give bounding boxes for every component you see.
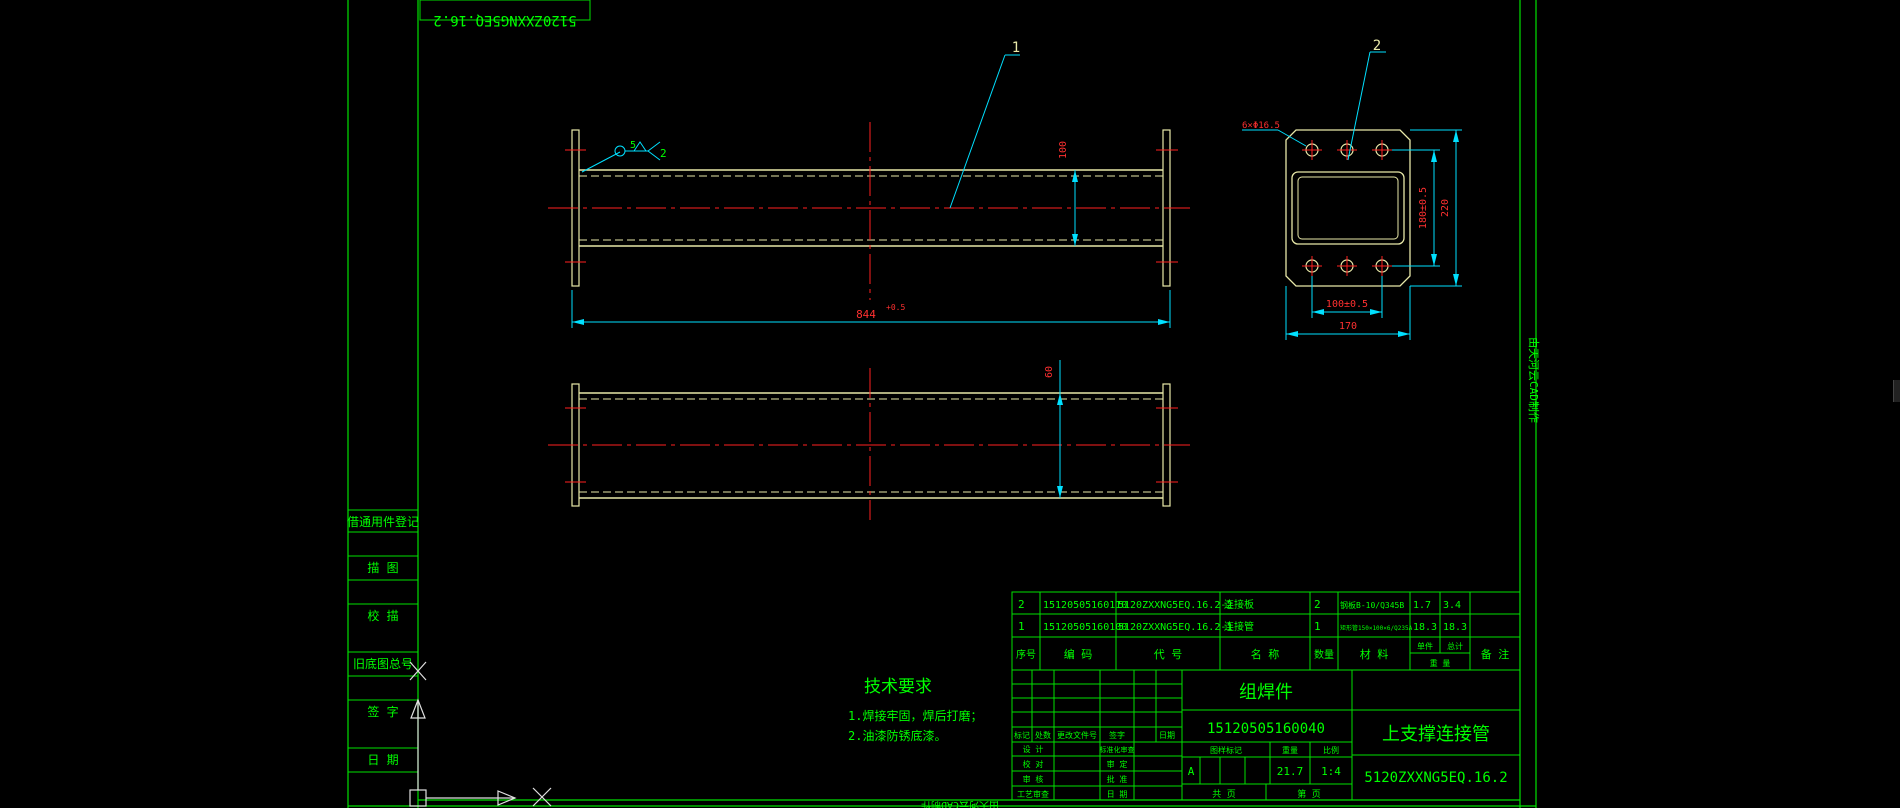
role-check: 校 对 bbox=[1023, 759, 1044, 769]
stage-header-weight: 重量 bbox=[1282, 745, 1298, 755]
bom-row1-qty: 1 bbox=[1314, 620, 1321, 633]
dim-inner-vertical: 180±0.5 bbox=[1418, 187, 1429, 229]
side-text: 由天河云CAD制作 bbox=[1527, 337, 1541, 423]
ucs-icon bbox=[409, 661, 552, 807]
bom-header-code: 编 码 bbox=[1064, 647, 1093, 661]
bom-header-weight: 重 量 bbox=[1430, 658, 1451, 668]
sheet-no: 第 页 bbox=[1297, 788, 1320, 800]
label-signature: 签 字 bbox=[367, 704, 398, 719]
left-stamp-column bbox=[347, 509, 419, 807]
role-review: 审 核 bbox=[1023, 774, 1044, 784]
balloon-1: 1 bbox=[1012, 40, 1020, 56]
bom-header-material: 材 料 bbox=[1360, 647, 1389, 661]
label-date: 日 期 bbox=[367, 753, 398, 767]
dim-outer-horizontal: 170 bbox=[1339, 321, 1357, 332]
balloon-2: 2 bbox=[1373, 38, 1381, 54]
rev-header-date: 日期 bbox=[1159, 731, 1175, 740]
bom-row1-seq: 1 bbox=[1018, 620, 1025, 633]
dim-height-top: 60 bbox=[1044, 366, 1055, 378]
bom-row1-total-weight: 18.3 bbox=[1443, 622, 1467, 633]
drawing-frame bbox=[347, 0, 1537, 808]
stage-header-scale: 比例 bbox=[1323, 745, 1339, 755]
label-old-base-no: 旧底图总号 bbox=[353, 656, 413, 671]
dim-outer-vertical: 220 bbox=[1440, 199, 1451, 217]
role-design: 设 计 bbox=[1023, 744, 1044, 754]
bom-header-total: 总计 bbox=[1447, 641, 1463, 651]
bom-header-drawing-no: 代 号 bbox=[1154, 648, 1183, 661]
front-view[interactable]: 844 +0.5 100 1 5 2 bbox=[548, 40, 1190, 328]
bom-row2-qty: 2 bbox=[1314, 598, 1321, 611]
bom-row1-code: 15120505160100 bbox=[1043, 622, 1127, 633]
bom-row1-material: 矩形管150×100×6/Q235A bbox=[1340, 624, 1413, 632]
bom-row2-drawing-no: 5120ZXXNG5EQ.16.2-2 bbox=[1118, 600, 1232, 611]
role-process: 工艺审查 bbox=[1017, 789, 1049, 799]
bom-row2-unit-weight: 1.7 bbox=[1413, 600, 1431, 611]
stage-value: A bbox=[1188, 765, 1195, 778]
bom-header-qty: 数量 bbox=[1314, 648, 1334, 661]
bom-header-seq: 序号 bbox=[1016, 648, 1036, 661]
tech-req-line2: 2.油漆防锈底漆。 bbox=[848, 728, 946, 743]
bom-table[interactable] bbox=[1011, 591, 1521, 671]
title-block[interactable] bbox=[1011, 669, 1521, 801]
vertical-scrollbar[interactable] bbox=[1893, 380, 1900, 402]
scale-value: 1:4 bbox=[1321, 765, 1341, 778]
bom-row2-name: 连接板 bbox=[1224, 598, 1254, 611]
rev-header-mark: 标记 bbox=[1014, 730, 1030, 740]
role-date: 日 期 bbox=[1107, 790, 1128, 799]
top-view[interactable]: 60 bbox=[548, 360, 1190, 520]
title-drawing-no: 5120ZXXNG5EQ.16.2 bbox=[1364, 770, 1507, 786]
bom-row2-total-weight: 3.4 bbox=[1443, 600, 1461, 611]
weld-count: 2 bbox=[660, 147, 667, 160]
hole-note: 6×Φ16.5 bbox=[1242, 121, 1280, 131]
title-name: 上支撑连接管 bbox=[1382, 724, 1490, 745]
role-approve: 批 准 bbox=[1107, 774, 1128, 784]
label-borrow-register: 借通用件登记 bbox=[347, 514, 419, 529]
mirrored-code: 5120ZXXNG5EQ.16.2 bbox=[433, 12, 576, 28]
bom-row2-seq: 2 bbox=[1018, 598, 1025, 611]
tech-req-line1: 1.焊接牢固，焊后打磨； bbox=[848, 708, 982, 723]
stage-header-mark: 图样标记 bbox=[1210, 745, 1242, 755]
end-view[interactable]: 6×Φ16.5 2 180±0.5 220 100±0.5 170 bbox=[1242, 38, 1462, 340]
role-standard: 标准化审查 bbox=[1100, 745, 1135, 754]
label-check-tracing: 校 描 bbox=[367, 608, 398, 623]
bom-row1-unit-weight: 18.3 bbox=[1413, 622, 1437, 633]
dim-length: 844 bbox=[856, 308, 876, 321]
tech-requirements: 技术要求 1.焊接牢固，焊后打磨； 2.油漆防锈底漆。 bbox=[848, 677, 982, 743]
rev-header-count: 处数 bbox=[1035, 730, 1051, 740]
title-code: 15120505160040 bbox=[1207, 721, 1325, 737]
bottom-text: 由天河云CAD制作 bbox=[921, 799, 999, 808]
tech-req-title: 技术要求 bbox=[864, 677, 932, 697]
role-approve-set: 审 定 bbox=[1107, 759, 1128, 769]
dim-inner-horizontal: 100±0.5 bbox=[1326, 299, 1368, 310]
bom-header-remark: 备 注 bbox=[1481, 647, 1510, 661]
dim-length-tol: +0.5 bbox=[886, 303, 905, 312]
sheet-total: 共 页 bbox=[1212, 789, 1235, 800]
title-type: 组焊件 bbox=[1239, 682, 1293, 703]
bom-header-unit: 单件 bbox=[1417, 641, 1433, 651]
mirrored-code-box: 5120ZXXNG5EQ.16.2 bbox=[419, 0, 591, 28]
bom-header-name: 名 称 bbox=[1251, 647, 1280, 661]
bom-row1-name: 连接管 bbox=[1224, 620, 1254, 633]
weight-value: 21.7 bbox=[1277, 765, 1304, 778]
weld-leg: 5 bbox=[630, 140, 636, 151]
label-tracing: 描 图 bbox=[367, 561, 398, 575]
dim-height: 100 bbox=[1058, 141, 1069, 159]
bom-row2-code: 15120505160110 bbox=[1043, 600, 1127, 611]
rev-header-sign: 签字 bbox=[1109, 730, 1125, 740]
rev-header-file: 更改文件号 bbox=[1057, 730, 1097, 740]
bom-row2-material: 钢板B-10/Q345B bbox=[1340, 600, 1404, 610]
bom-row1-drawing-no: 5120ZXXNG5EQ.16.2-1 bbox=[1118, 622, 1232, 633]
